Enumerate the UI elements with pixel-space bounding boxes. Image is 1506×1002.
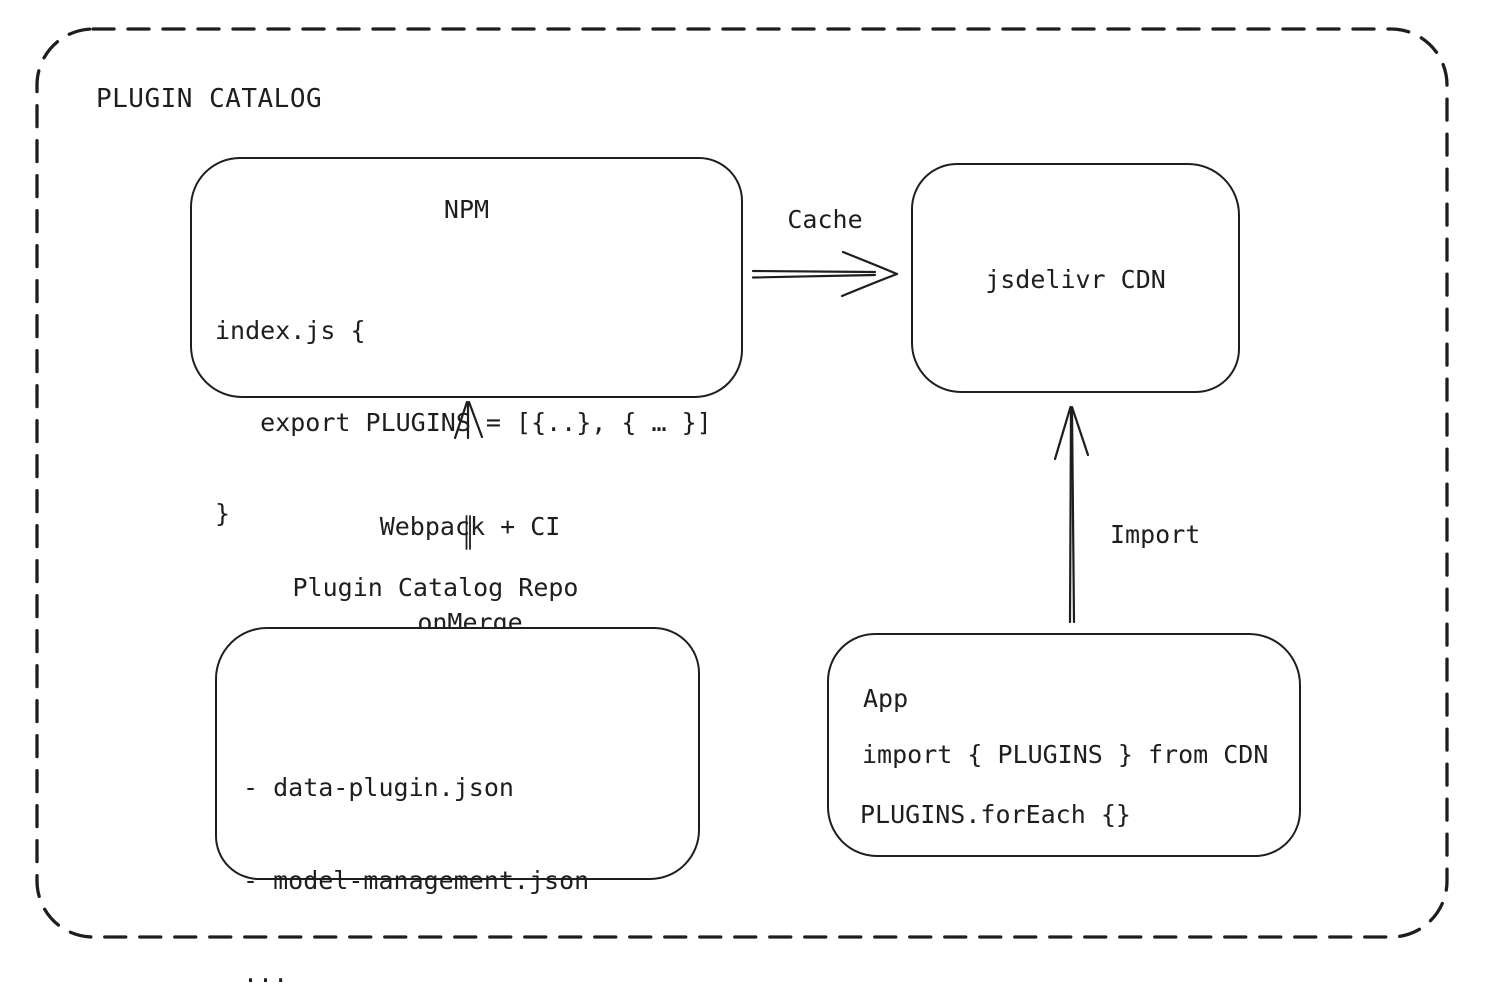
frame-border (35, 27, 1449, 939)
repo-node (215, 627, 700, 880)
app-node-title: App (863, 684, 909, 713)
repo-file-item: ... (243, 959, 289, 988)
build-edge-label-line: Webpack + CI (379, 512, 561, 541)
npm-node-title: NPM (443, 195, 490, 224)
cdn-node-label: jsdelivr CDN (985, 265, 1166, 294)
npm-code-line: export PLUGINS = [{..}, { … }] (215, 407, 712, 437)
npm-code-line: index.js { (215, 316, 366, 345)
npm-node (190, 157, 743, 398)
repo-file-item: - model-management.json (243, 866, 590, 895)
cache-arrow (751, 250, 899, 298)
repo-node-title: Plugin Catalog Repo (292, 573, 579, 602)
app-node (827, 633, 1301, 857)
npm-code-block: index.js { export PLUGINS = [{..}, { … }… (215, 255, 712, 591)
cdn-node (911, 163, 1240, 393)
build-connector-line (465, 515, 471, 550)
app-code-line: import { PLUGINS } from CDN (862, 740, 1269, 769)
repo-file-list: - data-plugin.json - model-management.js… (243, 710, 589, 1002)
build-arrow (453, 400, 484, 440)
app-code-line: PLUGINS.forEach {} (860, 800, 1131, 829)
import-edge-label: Import (1110, 520, 1201, 549)
npm-code-line: } (215, 499, 231, 528)
import-arrow (1053, 405, 1090, 624)
repo-file-item: - data-plugin.json (243, 773, 514, 802)
cache-edge-label: Cache (787, 205, 863, 234)
frame-title: PLUGIN CATALOG (96, 84, 323, 114)
